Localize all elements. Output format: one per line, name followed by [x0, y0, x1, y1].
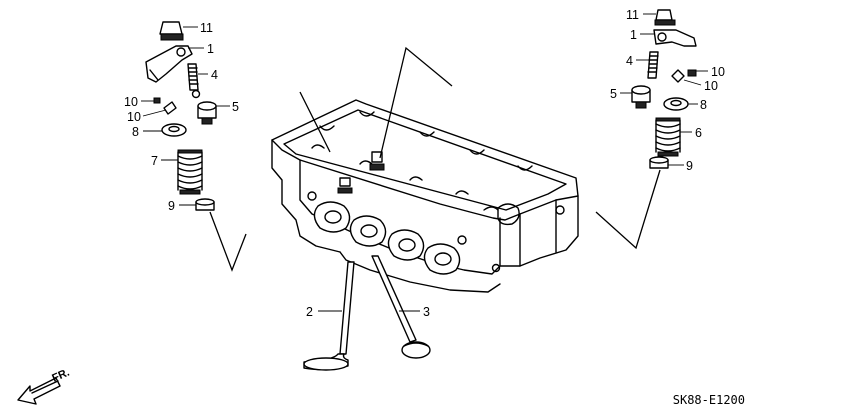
- callout-left-1: 1: [207, 42, 214, 56]
- left-valve-train: [145, 21, 247, 272]
- cylinder-head: [271, 99, 579, 293]
- right-spring-retainer: [663, 97, 689, 111]
- callout-right-10a: 10: [711, 65, 725, 79]
- callout-left-10b: 10: [127, 110, 141, 124]
- callout-right-8: 8: [700, 98, 707, 112]
- right-adjust-screw: [647, 51, 659, 79]
- right-valve-seal: [649, 156, 669, 169]
- callout-left-4: 4: [211, 68, 218, 82]
- front-direction-label: FR.: [50, 367, 71, 385]
- callout-left-7: 7: [151, 154, 158, 168]
- exhaust-valve: [371, 255, 431, 359]
- callout-left-5: 5: [232, 100, 239, 114]
- guide-line-top: [379, 46, 453, 159]
- callout-right-10b: 10: [704, 79, 718, 93]
- guide-line-left: [299, 91, 331, 153]
- callouts-right: 11 1 4 10 10 5 8 6 9: [610, 8, 725, 173]
- right-valve-spring: [655, 117, 681, 157]
- callout-right-11: 11: [626, 8, 639, 22]
- left-guide-line: [209, 211, 247, 272]
- callout-left-10a: 10: [124, 95, 138, 109]
- left-valve-seal: [195, 198, 215, 211]
- left-rocker-arm: [145, 45, 193, 83]
- callout-right-6: 6: [695, 126, 702, 140]
- leader-lines: [141, 13, 708, 312]
- left-valve-spring: [177, 149, 203, 195]
- callout-right-5: 5: [610, 87, 617, 101]
- callouts-valves: 2 3: [306, 305, 430, 319]
- left-valve-keepers: [153, 97, 177, 115]
- right-rocker-arm: [653, 29, 697, 47]
- right-valve-train: [595, 9, 697, 250]
- right-cap-nut: [654, 9, 676, 26]
- right-valve-keepers: [671, 69, 697, 83]
- callout-right-9: 9: [686, 159, 693, 173]
- diagram-code: SK88-E1200: [673, 393, 745, 407]
- left-cap-nut: [159, 21, 184, 41]
- right-guide-line: [595, 169, 661, 250]
- callout-valve-3: 3: [423, 305, 430, 319]
- left-spring-retainer: [161, 123, 187, 137]
- front-direction-arrow: FR.: [17, 367, 71, 405]
- left-valve-cap: [197, 101, 217, 125]
- callout-left-11: 11: [200, 21, 213, 35]
- intake-valve: [303, 261, 355, 371]
- callout-left-8: 8: [132, 125, 139, 139]
- callout-right-4: 4: [626, 54, 633, 68]
- right-valve-cap: [631, 85, 651, 109]
- callout-left-9: 9: [168, 199, 175, 213]
- callouts-left: 11 1 4 10 10 5 8 7 9: [124, 21, 239, 213]
- callout-right-1: 1: [630, 28, 637, 42]
- left-adjust-screw: [187, 63, 201, 99]
- callout-valve-2: 2: [306, 305, 313, 319]
